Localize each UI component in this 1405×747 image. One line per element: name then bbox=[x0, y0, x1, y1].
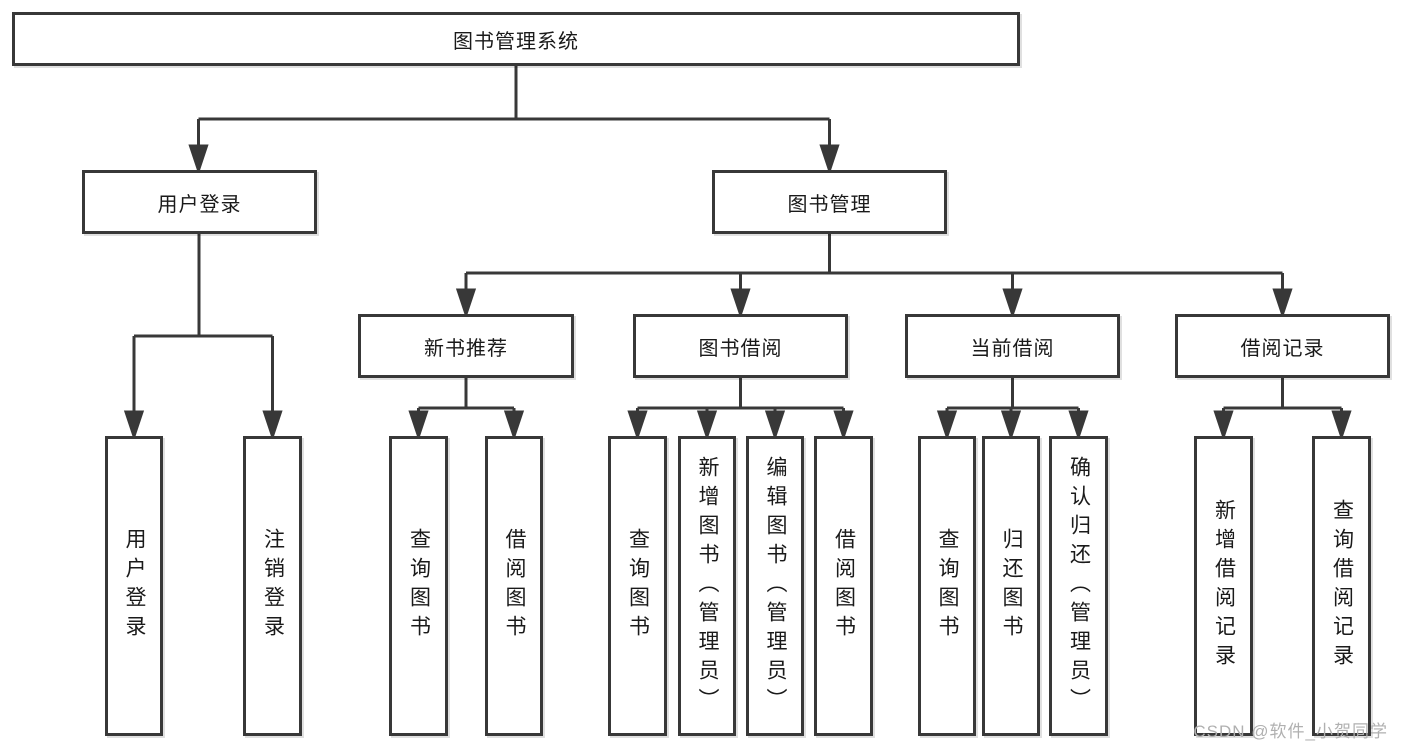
node-new-book-rec: 新书推荐 bbox=[358, 314, 574, 378]
arrowhead bbox=[408, 410, 429, 441]
connector-root-to-level2 bbox=[188, 66, 840, 175]
arrowhead bbox=[1272, 288, 1293, 319]
node-current-borrow: 当前借阅 bbox=[905, 314, 1120, 378]
connector-borrow-records-to-leaves bbox=[1213, 378, 1352, 441]
arrowhead bbox=[262, 410, 283, 441]
arrowhead bbox=[1213, 410, 1234, 441]
arrowhead bbox=[123, 410, 145, 441]
leaf-user-login: 用户登录 bbox=[105, 436, 163, 736]
leaf-rec-query-books: 查询图书 bbox=[389, 436, 448, 736]
arrowhead bbox=[730, 288, 751, 319]
connector-current-borrow-to-leaves bbox=[936, 378, 1089, 441]
arrowhead bbox=[833, 410, 854, 441]
arrowhead bbox=[627, 410, 648, 441]
leaf-records-query-record: 查询借阅记录 bbox=[1312, 436, 1371, 736]
arrowhead bbox=[1331, 410, 1352, 441]
node-book-borrow: 图书借阅 bbox=[633, 314, 848, 378]
arrowhead bbox=[819, 144, 840, 175]
leaf-borrow-query-books: 查询图书 bbox=[608, 436, 667, 736]
arrowhead bbox=[696, 410, 718, 441]
arrowhead bbox=[936, 410, 958, 441]
connector-user-login-to-leaves bbox=[123, 234, 283, 441]
connector-new-book-rec-to-leaves bbox=[408, 378, 525, 441]
leaf-borrow-edit-books: 编辑图书（管理员） bbox=[746, 436, 804, 736]
leaf-borrow-add-books: 新增图书（管理员） bbox=[678, 436, 736, 736]
node-user-login: 用户登录 bbox=[82, 170, 317, 234]
leaf-logout: 注销登录 bbox=[243, 436, 302, 736]
arrowhead bbox=[1000, 410, 1022, 441]
arrowhead bbox=[188, 144, 209, 175]
leaf-current-confirm-return: 确认归还（管理员） bbox=[1049, 436, 1108, 736]
arrowhead bbox=[1068, 410, 1089, 441]
arrowhead bbox=[764, 410, 786, 441]
arrowhead bbox=[455, 288, 477, 319]
connector-book-borrow-to-leaves bbox=[627, 378, 854, 441]
connector-book-mgmt-to-level3 bbox=[455, 234, 1293, 319]
leaf-current-return-books: 归还图书 bbox=[982, 436, 1040, 736]
leaf-records-add-record: 新增借阅记录 bbox=[1194, 436, 1253, 736]
node-book-mgmt: 图书管理 bbox=[712, 170, 947, 234]
leaf-rec-borrow-books: 借阅图书 bbox=[485, 436, 543, 736]
arrowhead bbox=[503, 410, 525, 441]
watermark: CSDN @软件_小贺同学 bbox=[1193, 722, 1388, 741]
node-root: 图书管理系统 bbox=[12, 12, 1020, 66]
node-borrow-records: 借阅记录 bbox=[1175, 314, 1390, 378]
leaf-current-query-books: 查询图书 bbox=[918, 436, 976, 736]
arrowhead bbox=[1002, 288, 1023, 319]
leaf-borrow-borrow-books: 借阅图书 bbox=[814, 436, 873, 736]
